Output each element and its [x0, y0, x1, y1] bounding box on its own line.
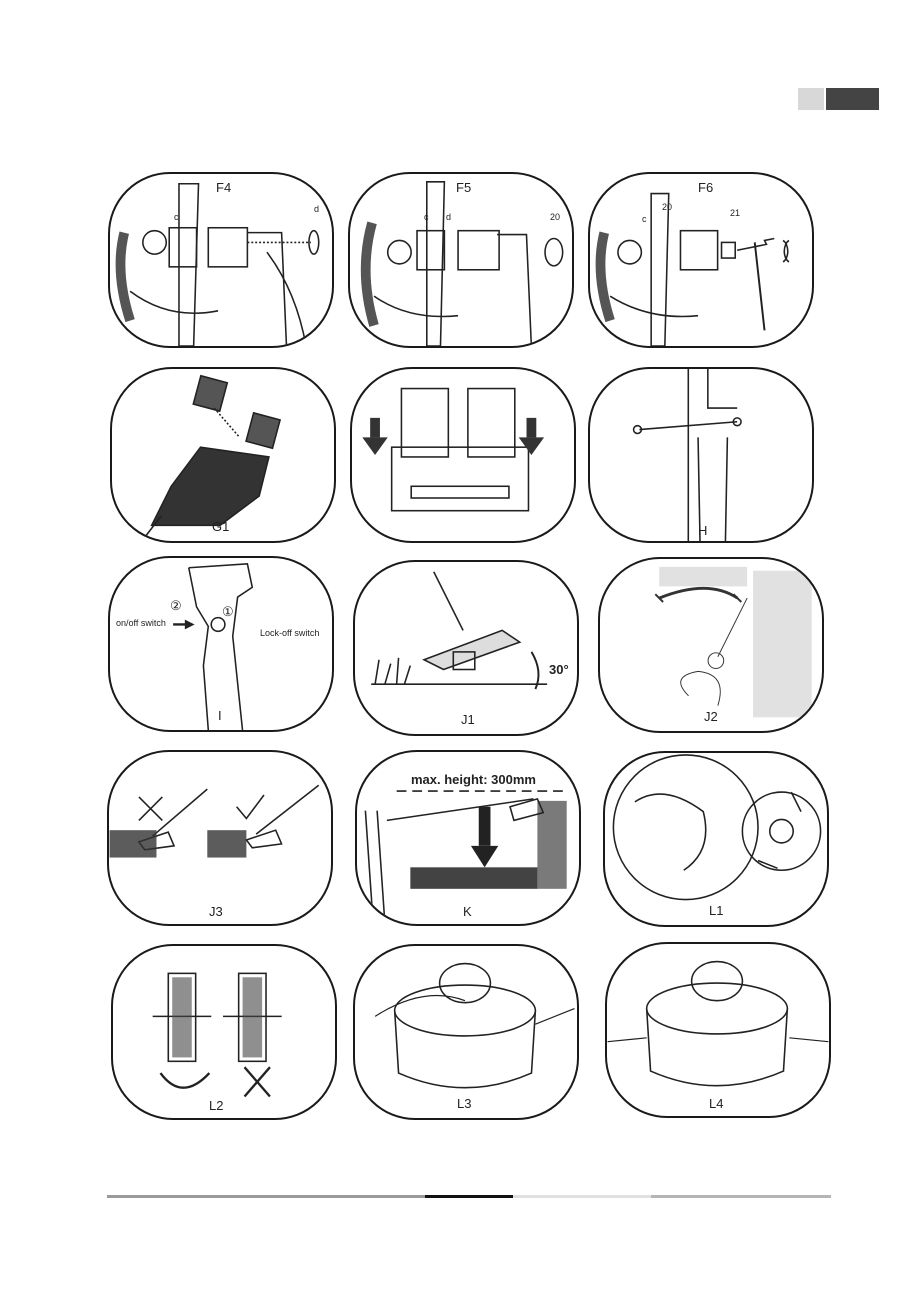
- j1-illustration: [355, 562, 577, 734]
- step-1-marker: ①: [222, 604, 234, 620]
- figure-f6-label: F6: [698, 180, 713, 195]
- max-height-label: max. height: 300mm: [411, 772, 536, 787]
- callout-21: 21: [730, 208, 740, 218]
- l4-illustration: [607, 944, 829, 1116]
- f4-illustration: [110, 174, 332, 346]
- figure-j1-label: J1: [461, 712, 475, 727]
- figure-f5: F5 c d 20: [348, 172, 574, 348]
- callout-20: 20: [550, 212, 560, 222]
- f5-illustration: [350, 174, 572, 346]
- angle-label: 30°: [549, 662, 569, 677]
- figure-j2-label: J2: [704, 709, 718, 724]
- figure-f5-label: F5: [456, 180, 471, 195]
- figure-g1-label: G1: [212, 519, 229, 534]
- step-2-marker: ②: [170, 598, 182, 614]
- l2-illustration: [113, 946, 335, 1118]
- footer-bar-light: [513, 1195, 651, 1198]
- callout-20: 20: [662, 202, 672, 212]
- g2-illustration: [352, 369, 574, 541]
- figure-j2: J2: [598, 557, 824, 733]
- figure-l1-label: L1: [709, 903, 723, 918]
- figure-i: on/off switch Lock-off switch ① ② I: [108, 556, 334, 732]
- j2-illustration: [600, 559, 822, 731]
- figure-g1: G1: [110, 367, 336, 543]
- figure-f6: F6 c 20 21: [588, 172, 814, 348]
- figure-f4-label: F4: [216, 180, 231, 195]
- figure-h-label: H: [698, 523, 707, 538]
- figure-f4: F4 c d: [108, 172, 334, 348]
- figure-l1: L1: [603, 751, 829, 927]
- footer-bar-black: [425, 1195, 513, 1198]
- lockoff-switch-label: Lock-off switch: [260, 628, 319, 638]
- f6-illustration: [590, 174, 812, 346]
- figure-g2: [350, 367, 576, 543]
- figure-l3-label: L3: [457, 1096, 471, 1111]
- figure-l2: L2: [111, 944, 337, 1120]
- figure-l4-label: L4: [709, 1096, 723, 1111]
- figure-j1: 30° J1: [353, 560, 579, 736]
- h-illustration: [590, 369, 812, 541]
- footer-bar-mid: [651, 1195, 831, 1198]
- figure-h: H: [588, 367, 814, 543]
- page-tab-dark: [826, 88, 879, 110]
- callout-c: c: [424, 212, 429, 222]
- figure-l3: L3: [353, 944, 579, 1120]
- figure-k-label: K: [463, 904, 472, 919]
- j3-illustration: [109, 752, 331, 924]
- figure-k: max. height: 300mm K: [355, 750, 581, 926]
- figure-i-label: I: [218, 708, 222, 723]
- footer-bar-gray: [107, 1195, 425, 1198]
- figure-j3-label: J3: [209, 904, 223, 919]
- onoff-switch-label: on/off switch: [116, 618, 166, 628]
- callout-c: c: [174, 212, 179, 222]
- l3-illustration: [355, 946, 577, 1118]
- figure-l4: L4: [605, 942, 831, 1118]
- g1-illustration: [112, 369, 334, 541]
- figure-l2-label: L2: [209, 1098, 223, 1113]
- l1-illustration: [605, 753, 827, 925]
- i-illustration: [110, 558, 332, 730]
- callout-d: d: [314, 204, 319, 214]
- callout-c: c: [642, 214, 647, 224]
- figure-j3: J3: [107, 750, 333, 926]
- callout-d: d: [446, 212, 451, 222]
- page-tab-light: [798, 88, 824, 110]
